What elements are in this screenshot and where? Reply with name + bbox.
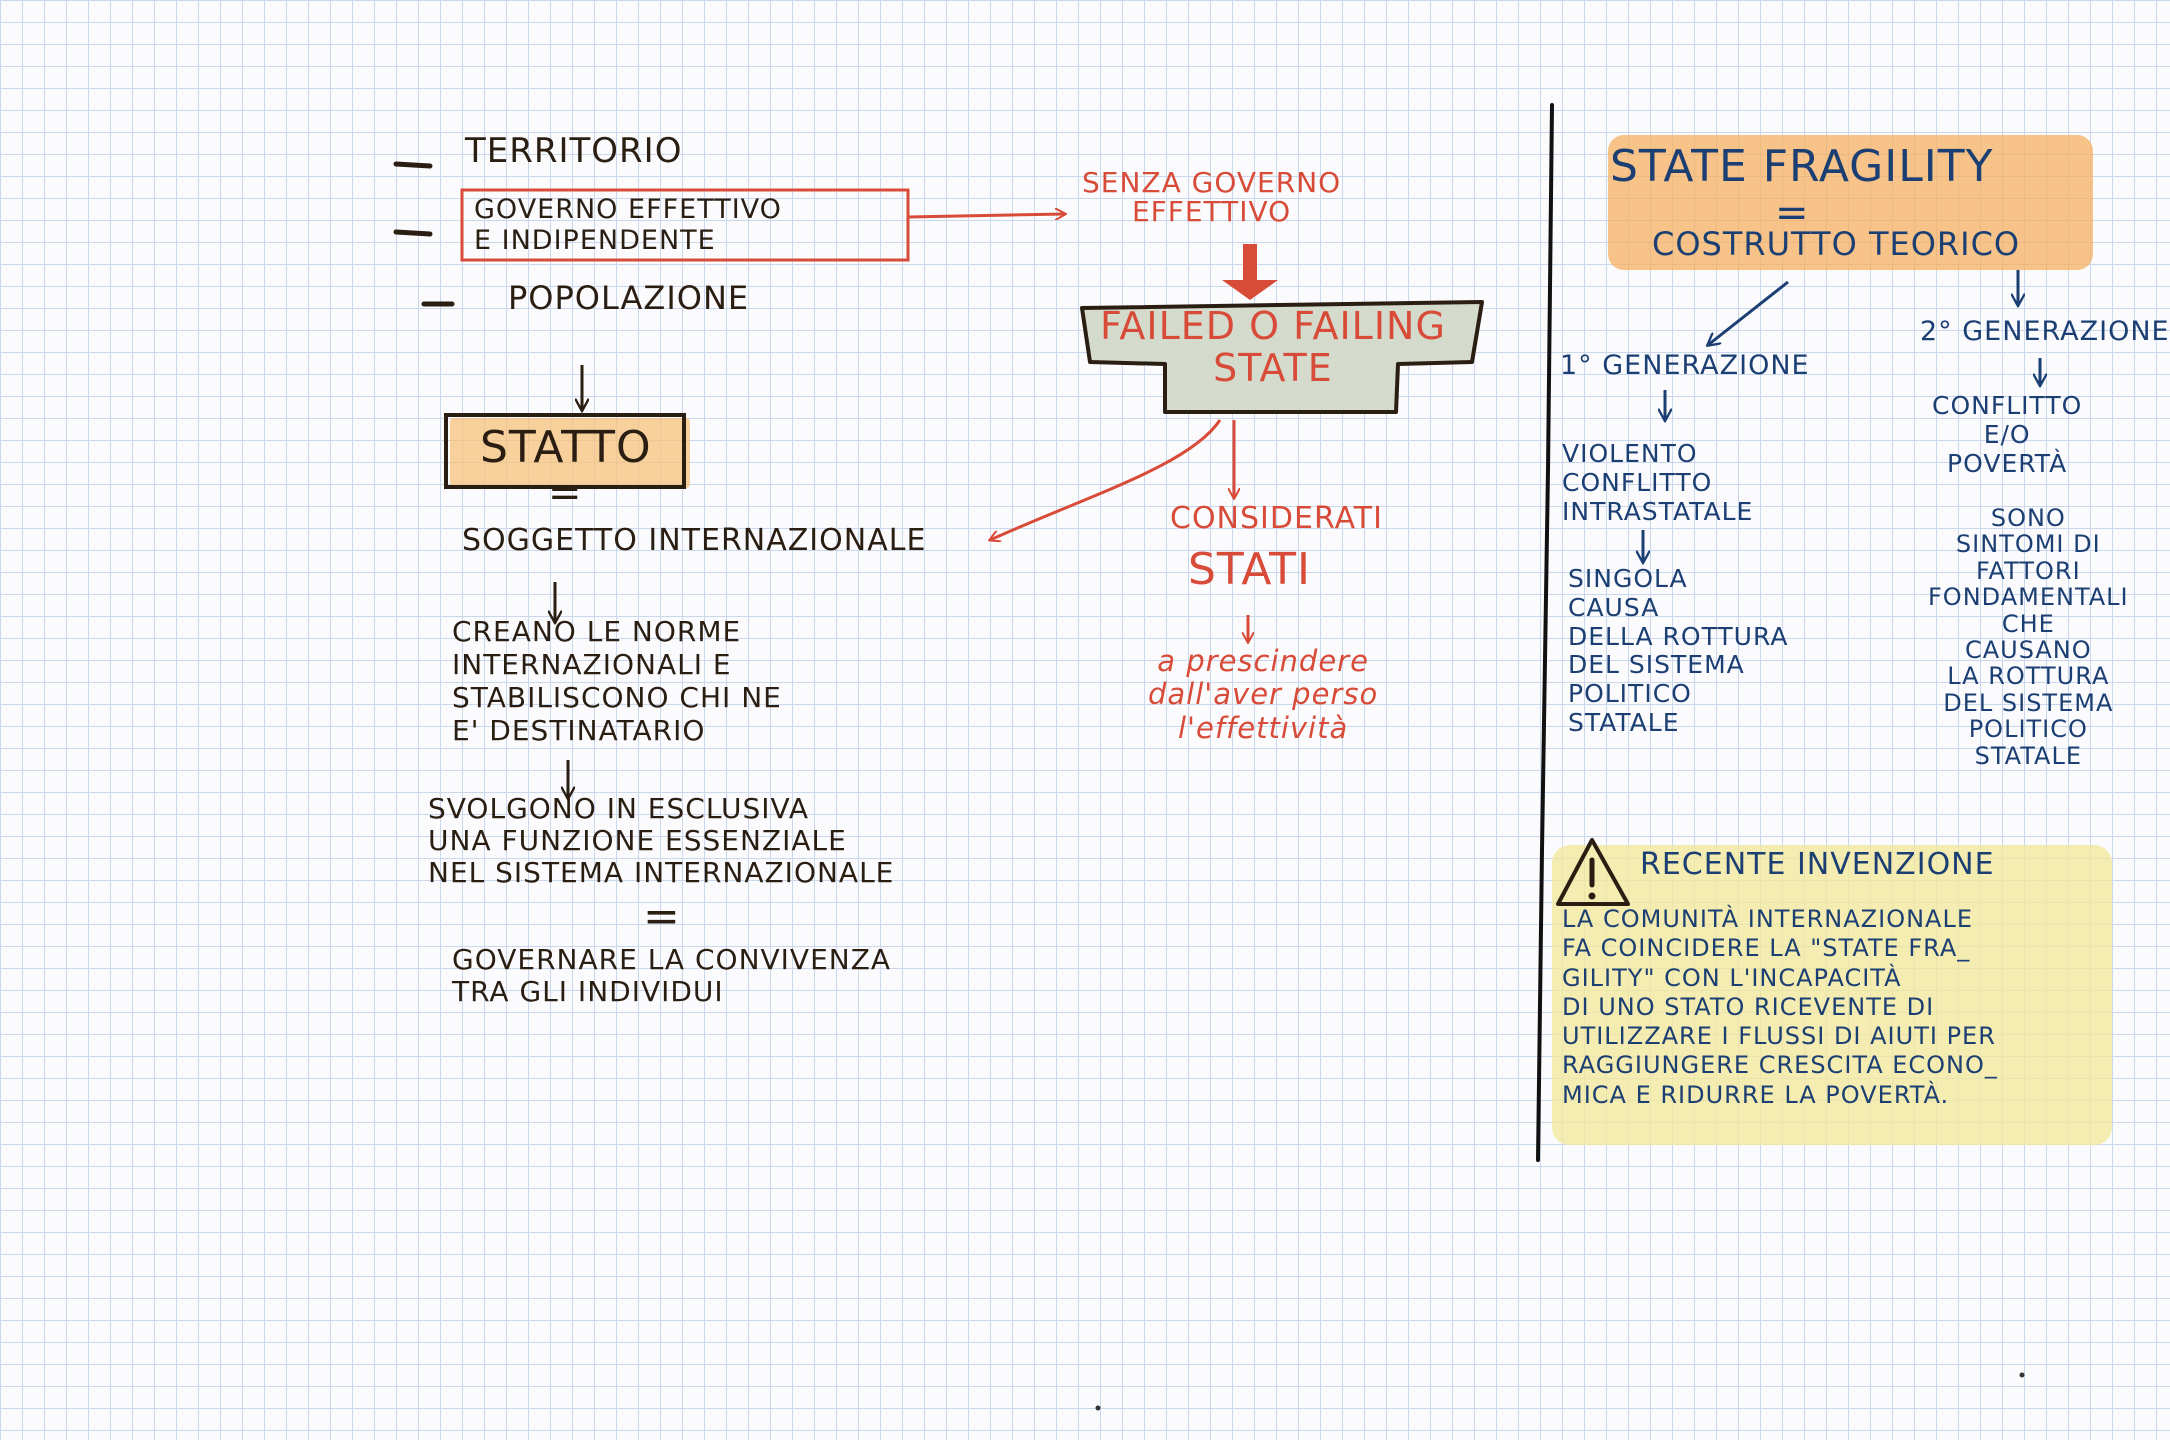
arrow-governo-senza — [907, 214, 1065, 217]
generazione-1-conflitto: VIOLENTO CONFLITTO INTRASTATALE — [1562, 439, 1754, 526]
failed-banner — [1080, 300, 1484, 414]
soggetto-internazionale: SOGGETTO INTERNAZIONALE — [462, 523, 927, 558]
generazione-1-causa: SINGOLA CAUSA DELLA ROTTURA DEL SISTEMA … — [1568, 564, 1789, 737]
state-fragility-title: STATE FRAGILITY — [1610, 141, 1994, 192]
warning-highlight — [1552, 845, 2112, 1145]
governare-equals: = — [643, 891, 681, 942]
item-territorio: TERRITORIO — [465, 131, 683, 171]
failed-state: FAILED O FAILING STATE — [1100, 304, 1446, 390]
statto-equals: = — [548, 470, 583, 516]
bullet-dash-1 — [393, 161, 433, 169]
item-governo: GOVERNO EFFETTIVO E INDIPENDENTE — [474, 194, 782, 257]
statto-label: STATTO — [480, 422, 652, 473]
column-divider — [1536, 103, 1554, 1162]
generazione-2-sintomi: SONO SINTOMI DI FATTORI FONDAMENTALI CHE… — [1928, 504, 2129, 770]
recente-invenzione: RECENTE INVENZIONE — [1640, 847, 1995, 882]
bullet-dash-2 — [393, 229, 433, 237]
statto-box — [444, 413, 686, 489]
stati: STATI — [1188, 544, 1311, 595]
arrow-costrutto-gen1 — [1708, 280, 1789, 345]
warning-body: LA COMUNITÀ INTERNAZIONALE FA COINCIDERE… — [1562, 905, 1998, 1109]
svolgono-funzione: SVOLGONO IN ESCLUSIVA UNA FUNZIONE ESSEN… — [428, 792, 895, 890]
generazione-2-conflitto: CONFLITTO E/O POVERTÀ — [1932, 391, 2083, 478]
statto-highlight — [450, 418, 690, 488]
title-highlight — [1608, 135, 2093, 270]
senza-governo: SENZA GOVERNO EFFETTIVO — [1082, 166, 1342, 229]
title-equals: = — [1775, 190, 1810, 236]
arrow-failed-soggetto — [990, 419, 1222, 540]
stray-dot — [2019, 1372, 2025, 1378]
considerati: CONSIDERATI — [1170, 501, 1383, 536]
item-popolazione: POPOLAZIONE — [508, 279, 750, 317]
governare-convivenza: GOVERNARE LA CONVIVENZA TRA GLI INDIVIDU… — [452, 943, 892, 1009]
stray-dot — [1095, 1405, 1101, 1411]
creano-norme: CREANO LE NORME INTERNAZIONALI E STABILI… — [452, 615, 782, 748]
arrow-senza-failed — [1222, 244, 1278, 300]
a-prescindere: a prescindere dall'aver perso l'effettiv… — [1148, 644, 1379, 745]
costrutto-teorico: COSTRUTTO TEORICO — [1652, 225, 2021, 263]
governo-box — [460, 188, 910, 262]
generazione-1: 1° GENERAZIONE — [1560, 350, 1810, 381]
generazione-2: 2° GENERAZIONE — [1920, 316, 2170, 347]
warning-icon — [1556, 838, 1630, 906]
